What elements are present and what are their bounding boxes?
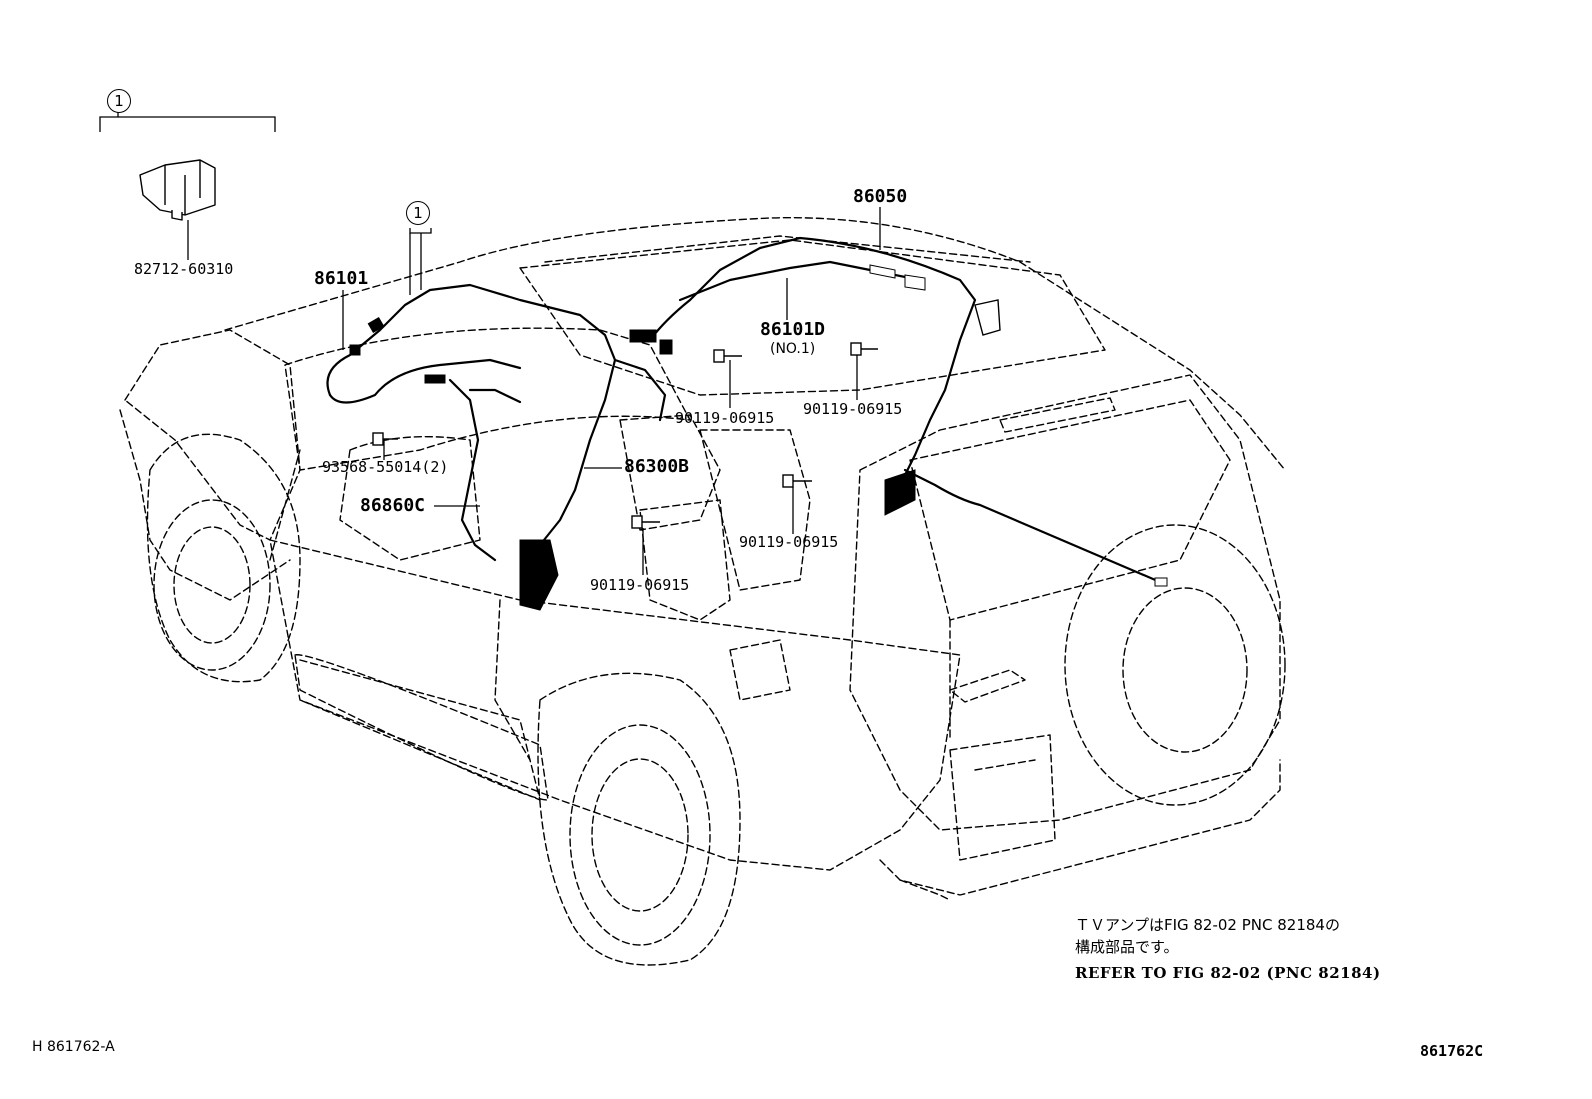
roof-connector: [974, 299, 1001, 336]
footer-left-code: H 861762-A: [32, 1039, 115, 1055]
bolt-icon-b: [850, 342, 878, 356]
part-label-93568-55014: 93568-55014(2): [322, 458, 449, 476]
harness-rear-antenna: [903, 468, 1162, 584]
part-label-86101: 86101: [314, 268, 369, 289]
part-label-86101d-sub: (NO.1): [770, 341, 816, 357]
ref-marker-1-86101: 1: [406, 201, 430, 225]
vehicle-rear-window: [909, 399, 1231, 621]
connector-86300b-end: [519, 539, 559, 611]
vehicle-front-wheel-arch: [146, 433, 301, 683]
note-refer-line: REFER TO FIG 82-02 (PNC 82184): [1075, 964, 1381, 982]
harness-86101: [326, 283, 617, 547]
footer-right-code: 861762C: [1420, 1042, 1484, 1060]
harness-86300B: [613, 358, 667, 422]
part-label-86860c: 86860C: [360, 495, 426, 516]
vehicle-license-plate-area: [949, 734, 1056, 861]
part-label-86101d: 86101D: [760, 319, 826, 340]
part-label-bolt-c: 90119-06915: [739, 533, 839, 551]
tv-amp-module: [884, 469, 916, 516]
bolt-icon-c: [782, 474, 812, 488]
vehicle-roof-rails: [519, 239, 1106, 396]
part-label-86050: 86050: [853, 186, 908, 207]
ref-marker-1-top: 1: [107, 89, 131, 113]
part-label-82712-60310: 82712-60310: [134, 260, 234, 278]
part-label-86300b: 86300B: [624, 456, 690, 477]
part-label-bolt-d: 90119-06915: [590, 576, 690, 594]
vehicle-side-body: [269, 539, 961, 871]
bolt-icon-d: [631, 515, 660, 529]
bracket-line-86101: [409, 228, 432, 234]
connector-86101d: [629, 329, 657, 343]
vehicle-spare-tire: [1064, 524, 1286, 806]
vehicle-rear-bumper: [879, 759, 1281, 896]
vehicle-interior-seats: [619, 414, 721, 531]
part-label-bolt-a: 90119-06915: [675, 409, 775, 427]
vehicle-rear-wheel: [569, 724, 711, 946]
vehicle-front-hood: [124, 329, 301, 541]
bolt-icon-a: [713, 349, 742, 363]
bracket-82712-icon: [139, 159, 216, 221]
note-jp-line-2: 構成部品です。: [1075, 938, 1179, 956]
vehicle-running-board: [294, 654, 549, 801]
note-jp-line-1: ＴＶアンプはFIG 82-02 PNC 82184の: [1075, 916, 1340, 934]
bracket-line-top: [99, 116, 276, 132]
screw-icon-93568: [372, 432, 398, 446]
vehicle-rear-handle: [949, 669, 1026, 703]
vehicle-rear-wheel-arch: [537, 672, 741, 966]
harness-86101-branch: [328, 358, 522, 404]
connector-86101-end: [367, 316, 385, 334]
vehicle-front-wheel: [153, 499, 271, 671]
vehicle-rear-door-frame: [849, 374, 1281, 831]
vehicle-roof-outline: [224, 217, 1286, 471]
part-label-bolt-b: 90119-06915: [803, 400, 903, 418]
vehicle-front-windshield: [284, 327, 691, 471]
harness-86050: [648, 236, 977, 477]
